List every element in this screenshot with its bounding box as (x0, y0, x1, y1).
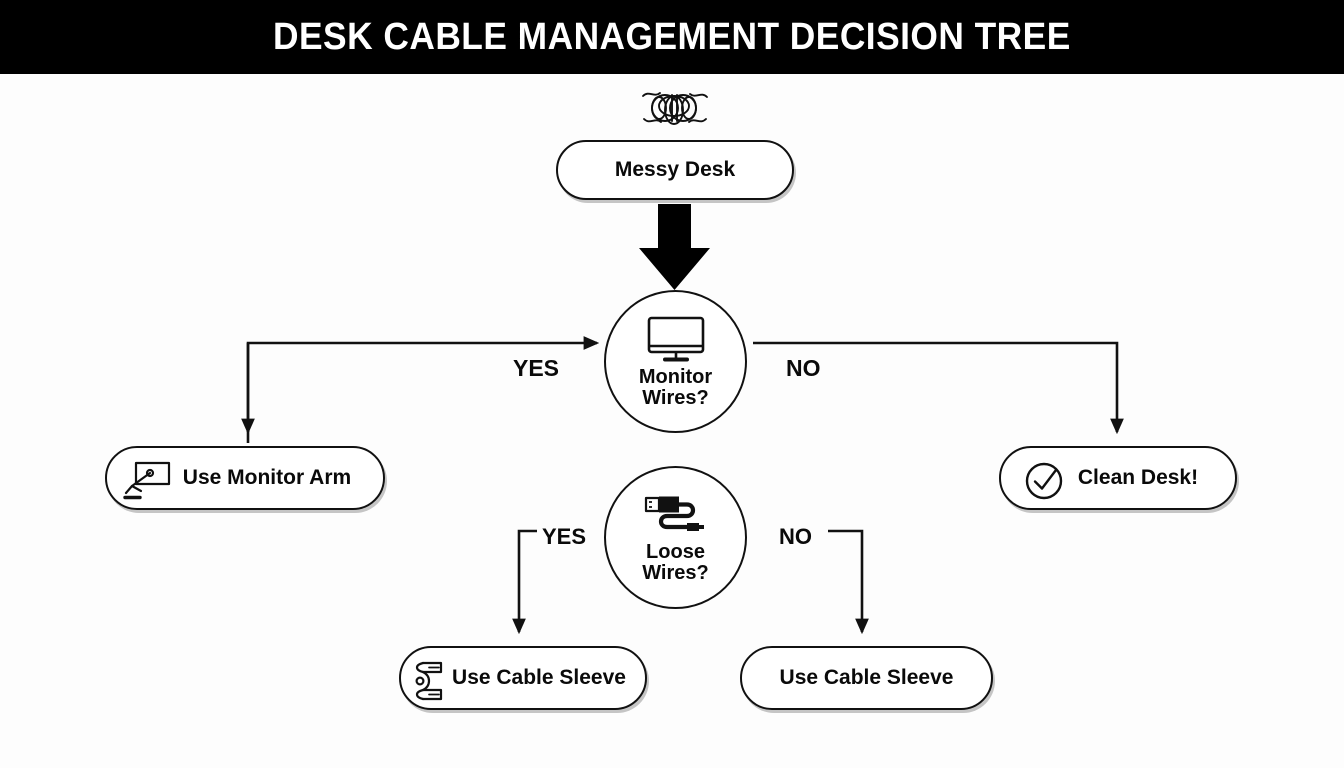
edge-label-monitor-no: NO (786, 355, 821, 381)
node-loose-wires-label-line2: Wires? (642, 561, 709, 584)
node-use-cable-sleeve-right-label: Use Cable Sleeve (779, 665, 954, 689)
node-use-cable-sleeve-right[interactable]: Use Cable Sleeve (740, 646, 993, 710)
tangled-cable-icon (642, 92, 708, 125)
node-use-cable-sleeve-left-label: Use Cable Sleeve (452, 665, 626, 689)
usb-cable-icon (644, 496, 704, 531)
edge-label-loose-no: NO (779, 524, 812, 549)
edge-loose-no (828, 529, 869, 635)
node-monitor-wires-question[interactable]: Monitor Wires? (604, 290, 747, 433)
edge-label-monitor-yes: YES (513, 355, 560, 381)
edge-monitor-yes (241, 336, 600, 443)
node-messy-desk[interactable]: Messy Desk (556, 140, 794, 200)
monitor-icon (647, 316, 704, 361)
node-monitor-wires-label-line1: Monitor (638, 365, 713, 388)
node-clean-desk[interactable]: Clean Desk! (999, 446, 1237, 510)
edge-monitor-no (753, 341, 1124, 435)
node-use-cable-sleeve-left[interactable]: Use Cable Sleeve (399, 646, 647, 710)
node-use-monitor-arm[interactable]: Use Monitor Arm (105, 446, 385, 510)
node-monitor-wires-label-line2: Wires? (642, 386, 709, 409)
cable-sleeve-icon (415, 661, 443, 701)
title-banner: DESK CABLE MANAGEMENT DECISION TREE (0, 0, 1344, 74)
edge-loose-yes (512, 529, 537, 635)
node-loose-wires-question[interactable]: Loose Wires? (604, 466, 747, 609)
edge-messy-to-monitor (639, 204, 710, 290)
edge-label-loose-yes: YES (542, 524, 587, 549)
node-use-monitor-arm-label: Use Monitor Arm (182, 465, 352, 489)
monitor-arm-icon (123, 461, 171, 500)
node-messy-desk-label: Messy Desk (614, 157, 736, 181)
node-clean-desk-label: Clean Desk! (1077, 465, 1199, 489)
node-loose-wires-label-line1: Loose (646, 540, 705, 563)
check-circle-icon (1025, 462, 1063, 500)
page-title: DESK CABLE MANAGEMENT DECISION TREE (273, 15, 1071, 58)
